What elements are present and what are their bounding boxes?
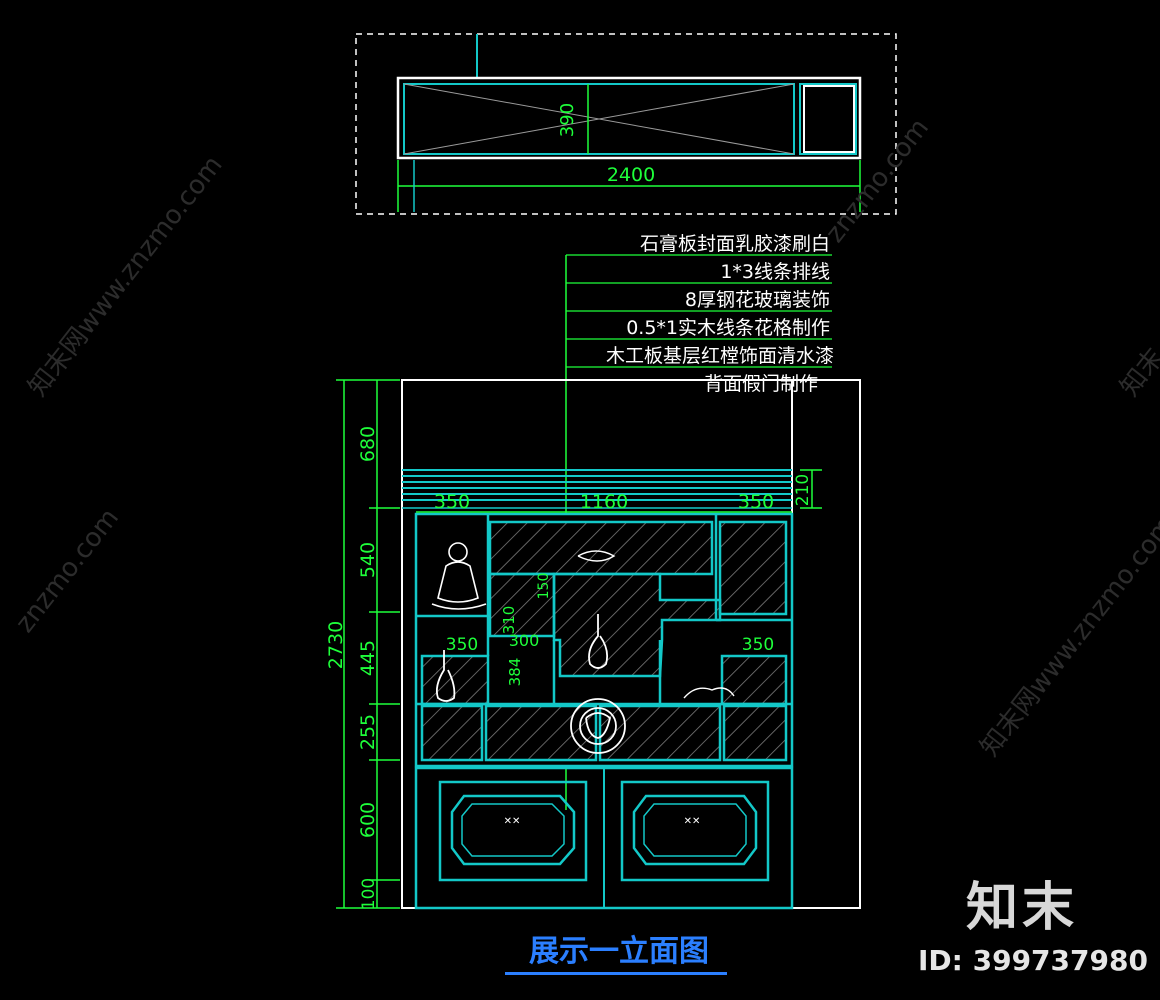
plate-rim: [570, 698, 626, 754]
plan-view: 390 2400: [355, 33, 897, 215]
plan-width-label: 2400: [607, 164, 655, 186]
horse-ornament-icon: [683, 687, 735, 699]
plan-depth-label: 390: [557, 103, 578, 137]
vase-center-outline: [588, 614, 609, 669]
bowl-outline: [577, 550, 616, 562]
dim-inner-150: 150: [536, 573, 552, 600]
glass-panel-bottom-right: [722, 704, 788, 762]
plate-center: [579, 707, 617, 745]
door-left-handle-icon: ✕✕: [504, 816, 521, 827]
dim-segment-100: 100: [359, 878, 379, 910]
dim-cornice-210: 210: [793, 474, 813, 506]
note-4: 0.5*1实木线条花格制作: [626, 317, 830, 339]
vase-icon-left: [435, 650, 456, 702]
dim-inner-350-right: 350: [742, 635, 774, 655]
note-1: 石膏板封面乳胶漆刷白: [640, 232, 830, 255]
hatched-glass-panels: [420, 520, 788, 762]
dim-inner-350-left: 350: [446, 635, 478, 655]
buddha-body: [437, 561, 479, 603]
dim-segment-680: 680: [357, 426, 379, 462]
dim-inner-310: 310: [500, 606, 518, 635]
document-id: ID: 399737980: [918, 944, 1148, 977]
elevation-view: ✕✕ ✕✕: [401, 379, 861, 910]
brand-logo: 知末: [966, 878, 1079, 938]
door-right: [620, 780, 770, 882]
lower-doors: ✕✕ ✕✕: [414, 766, 794, 910]
dim-segment-540: 540: [357, 542, 379, 578]
door-right-panel: [632, 794, 758, 866]
plan-boundary-dashed: [355, 33, 897, 215]
dim-inner-384: 384: [506, 658, 524, 687]
horse-outline: [683, 687, 735, 699]
vase-icon-center: [588, 614, 609, 669]
plan-column: [799, 83, 857, 155]
glass-panel-bottom-mid: [598, 704, 722, 762]
plan-cross-b: [403, 83, 795, 155]
door-left-frame: [438, 780, 588, 882]
door-right-handle-icon: ✕✕: [684, 816, 701, 827]
glass-panel-top-right: [718, 520, 788, 616]
note-6: 背面假门制作: [704, 373, 818, 395]
dim-width-1160: 1160: [580, 491, 628, 513]
cornice-lines: [402, 469, 792, 509]
glass-panel-bottom-center: [484, 704, 598, 762]
dim-segment-445: 445: [357, 640, 379, 676]
door-right-frame: [620, 780, 770, 882]
door-left-panel: [450, 794, 576, 866]
glass-panel-center: [552, 572, 722, 678]
door-left: [438, 780, 588, 882]
glass-panel-right-lower: [720, 654, 788, 706]
elevation-dimensions: 2730 680 540 445 255 600 100 350 1160 35…: [325, 379, 822, 910]
door-left-inner-panel: [461, 803, 565, 857]
dim-width-350-left: 350: [434, 491, 470, 513]
drawing-title: 展示一立面图: [529, 934, 709, 969]
glass-panel-bottom-left: [420, 704, 484, 762]
buddha-statue-icon: [431, 542, 487, 610]
dim-total-height: 2730: [325, 621, 347, 669]
vase-left-outline: [435, 650, 456, 702]
title-underline: [505, 972, 727, 975]
shelf-dividers: [416, 514, 792, 706]
decorative-plate-icon: [570, 698, 626, 754]
plan-cabinet: [403, 83, 795, 155]
buddha-head: [448, 542, 468, 562]
plan-outline: [396, 76, 862, 160]
dim-inner-300: 300: [509, 631, 540, 650]
note-3: 8厚钢花玻璃装饰: [685, 289, 830, 311]
note-5: 木工板基层红樘饰面清水漆: [606, 345, 834, 367]
glass-panel-top-center: [488, 520, 714, 576]
dim-segment-255: 255: [357, 714, 379, 750]
buddha-base: [431, 603, 487, 610]
dim-width-350-right: 350: [738, 491, 774, 513]
dimension-ticks: [336, 379, 400, 909]
door-right-inner-panel: [643, 803, 747, 857]
plan-column-inner: [803, 85, 855, 153]
dim-segment-600: 600: [357, 802, 379, 838]
bowl-ornament-icon: [577, 550, 616, 562]
note-2: 1*3线条排线: [720, 261, 830, 283]
plate-motif: [585, 712, 611, 739]
